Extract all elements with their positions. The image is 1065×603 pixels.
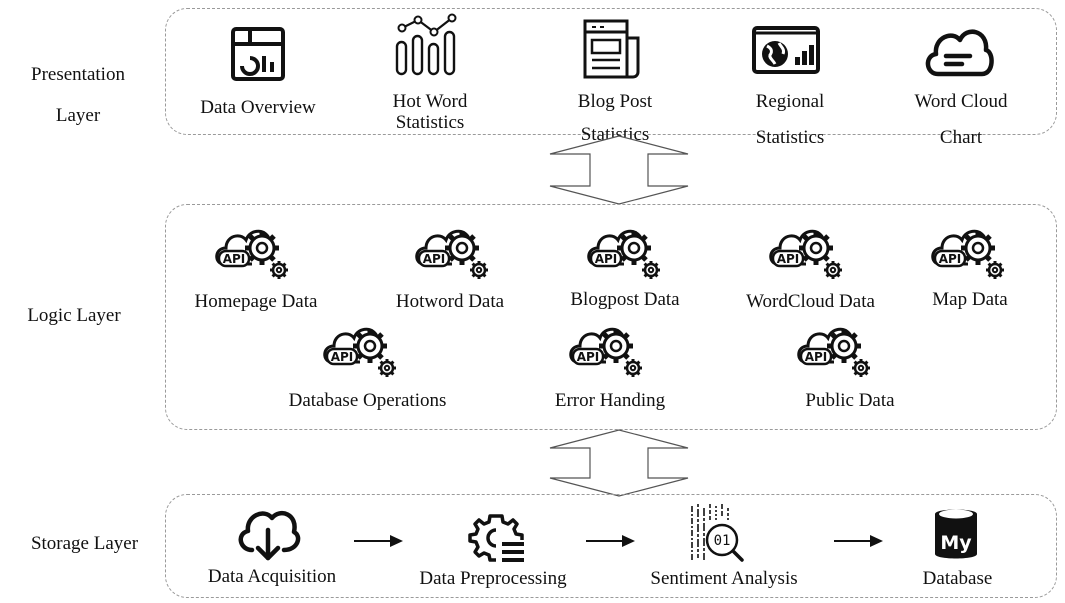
hot-word-label-line1: Hot Word — [392, 91, 468, 112]
flow-arrow-icon — [354, 534, 404, 548]
api-cloud-gear-icon — [794, 316, 874, 386]
logic-layer-label: Logic Layer — [27, 305, 121, 326]
api-cloud-gear-icon — [212, 218, 292, 288]
api-cloud-gear-icon — [928, 218, 1008, 288]
database-operations-label: Database Operations — [288, 390, 447, 411]
sentiment-analysis-label: Sentiment Analysis — [650, 568, 798, 589]
map-data-label: Map Data — [932, 289, 1008, 310]
wordcloud-data-label: WordCloud Data — [746, 291, 875, 312]
api-cloud-gear-icon — [566, 316, 646, 386]
api-cloud-gear-icon — [766, 218, 846, 288]
flow-arrow-icon — [586, 534, 636, 548]
mysql-database-icon: My — [933, 506, 979, 562]
blog-post-label-line1: Blog Post — [577, 91, 653, 112]
data-overview-label: Data Overview — [200, 97, 316, 118]
hot-word-statistics-label: Hot Word Statistics — [355, 91, 505, 134]
newspaper-icon — [582, 18, 642, 80]
logic-layer-box — [165, 204, 1057, 430]
api-cloud-gear-icon — [412, 218, 492, 288]
presentation-layer-box — [165, 8, 1057, 135]
error-handing-label: Error Handing — [554, 390, 666, 411]
svg-text:01: 01 — [714, 533, 731, 549]
blogpost-data-label: Blogpost Data — [570, 289, 680, 310]
hot-word-label-line2: Statistics — [395, 112, 465, 134]
cloud-download-icon — [234, 504, 301, 562]
cloud-icon — [922, 22, 994, 80]
storage-layer-label: Storage Layer — [30, 533, 139, 554]
word-cloud-label-line1: Word Cloud — [914, 91, 1008, 112]
double-arrow-presentation-logic — [548, 134, 690, 206]
storage-layer-box — [165, 494, 1057, 598]
binary-search-icon: 01 — [688, 502, 754, 564]
mysql-badge-text: My — [940, 532, 972, 554]
flow-arrow-icon — [834, 534, 884, 548]
double-arrow-logic-storage — [548, 428, 690, 498]
data-preprocessing-label: Data Preprocessing — [419, 568, 567, 589]
word-cloud-chart-label: Word Cloud Chart — [886, 91, 1036, 149]
homepage-data-label: Homepage Data — [194, 291, 318, 312]
dashboard-icon — [230, 26, 286, 82]
word-cloud-label-line2: Chart — [939, 127, 983, 149]
bar-trend-icon — [394, 13, 462, 78]
api-cloud-gear-icon — [584, 218, 664, 288]
presentation-layer-label-line2: Layer — [55, 105, 101, 126]
gear-list-icon — [466, 510, 528, 566]
presentation-layer-label-line1: Presentation — [31, 64, 125, 85]
globe-chart-icon — [751, 24, 821, 78]
public-data-label: Public Data — [805, 390, 895, 411]
regional-statistics-label: Regional Statistics — [715, 91, 865, 149]
database-label: Database — [922, 568, 993, 589]
regional-label-line1: Regional — [755, 91, 825, 112]
data-acquisition-label: Data Acquisition — [207, 566, 337, 587]
hotword-data-label: Hotword Data — [395, 291, 505, 312]
api-cloud-gear-icon — [320, 316, 400, 386]
presentation-layer-label: Presentation Layer — [8, 65, 148, 125]
regional-label-line2: Statistics — [755, 127, 825, 149]
